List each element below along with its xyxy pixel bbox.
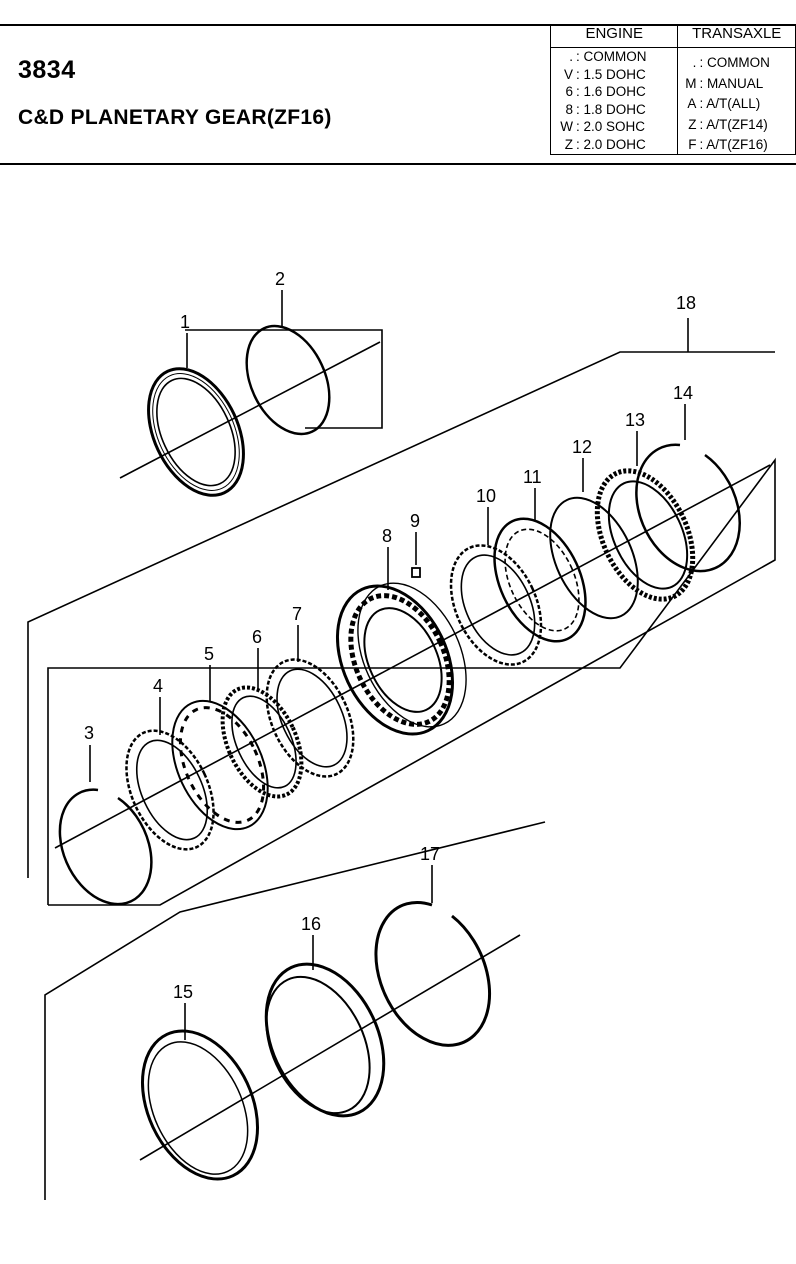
header: 3834 C&D PLANETARY GEAR(ZF16) ENGINE TRA… xyxy=(0,0,796,170)
header-bottom-rule xyxy=(0,163,796,165)
legend-row: Z: A/T(ZF14) xyxy=(688,116,768,132)
transaxle-codes: .: COMMON M: MANUAL A: A/T(ALL) Z: A/T(Z… xyxy=(677,47,796,155)
legend-row: 6: 1.6 DOHC xyxy=(565,84,646,99)
callout-3: 3 xyxy=(84,723,94,743)
engine-heading: ENGINE xyxy=(549,24,679,48)
part-1-seal xyxy=(147,367,245,497)
legend-row: .: COMMON xyxy=(569,49,647,64)
callout-2: 2 xyxy=(275,269,285,289)
part-10-clutch-plate xyxy=(449,544,543,666)
transaxle-heading: TRANSAXLE xyxy=(677,24,796,48)
callout-13: 13 xyxy=(625,410,645,430)
part-13-ring-gear xyxy=(594,468,696,602)
legend-row: Z: 2.0 DOHC xyxy=(564,136,646,152)
part-4-clutch-plate xyxy=(125,729,215,851)
part-6-bearing xyxy=(220,685,304,799)
legend-row: .: COMMON xyxy=(692,55,770,70)
header-top-rule xyxy=(0,24,796,26)
callout-17: 17 xyxy=(420,844,440,864)
callout-9: 9 xyxy=(410,511,420,531)
group-outline-18-lower xyxy=(47,457,776,906)
group-outline-top xyxy=(185,329,383,429)
legend-row: 8: 1.8 DOHC xyxy=(565,101,646,117)
axis-line xyxy=(139,934,521,1161)
part-number: 3834 xyxy=(18,56,76,84)
page-title: C&D PLANETARY GEAR(ZF16) xyxy=(18,106,332,129)
part-3-snap-ring xyxy=(58,788,153,906)
part-17-snap-ring xyxy=(374,900,492,1047)
callout-6: 6 xyxy=(252,627,262,647)
callout-5: 5 xyxy=(204,644,214,664)
callout-8: 8 xyxy=(382,526,392,546)
callout-14: 14 xyxy=(673,383,693,403)
legend-row: M: MANUAL xyxy=(685,75,764,91)
callout-15: 15 xyxy=(173,982,193,1002)
callout-18: 18 xyxy=(676,293,696,313)
part-15-piston xyxy=(140,1029,260,1181)
legend-row: A: A/T(ALL) xyxy=(687,96,761,111)
engine-codes: .: COMMON V: 1.5 DOHC 6: 1.6 DOHC 8: 1.8… xyxy=(549,47,679,155)
callout-10: 10 xyxy=(476,486,496,506)
part-5-friction-disc xyxy=(171,699,269,831)
callout-4: 4 xyxy=(153,676,163,696)
callout-7: 7 xyxy=(292,604,302,624)
axis-line xyxy=(119,341,381,479)
part-8-planetary-carrier xyxy=(335,582,467,736)
part-14-snap-ring xyxy=(635,443,741,573)
group-outline-18 xyxy=(27,351,775,878)
part-16-drum-ring xyxy=(264,962,386,1118)
legend-row: W: 2.0 SOHC xyxy=(560,119,646,134)
callout-1: 1 xyxy=(180,312,190,332)
callout-11: 11 xyxy=(523,467,542,487)
group-outline-bottom xyxy=(44,821,546,1200)
legend-table: ENGINE TRANSAXLE .: COMMON V: 1.5 DOHC 6… xyxy=(549,24,796,155)
part-7-clutch-plate xyxy=(265,658,355,778)
part-11-friction-plate xyxy=(493,517,587,643)
callout-12: 12 xyxy=(572,437,592,457)
legend-row: V: 1.5 DOHC xyxy=(563,66,646,82)
legend-row: F: A/T(ZF16) xyxy=(688,137,768,152)
axis-line xyxy=(54,464,771,849)
callout-16: 16 xyxy=(301,914,321,934)
part-9-key xyxy=(411,567,421,578)
part-2-o-ring xyxy=(245,324,331,436)
part-12-ring xyxy=(549,496,639,620)
